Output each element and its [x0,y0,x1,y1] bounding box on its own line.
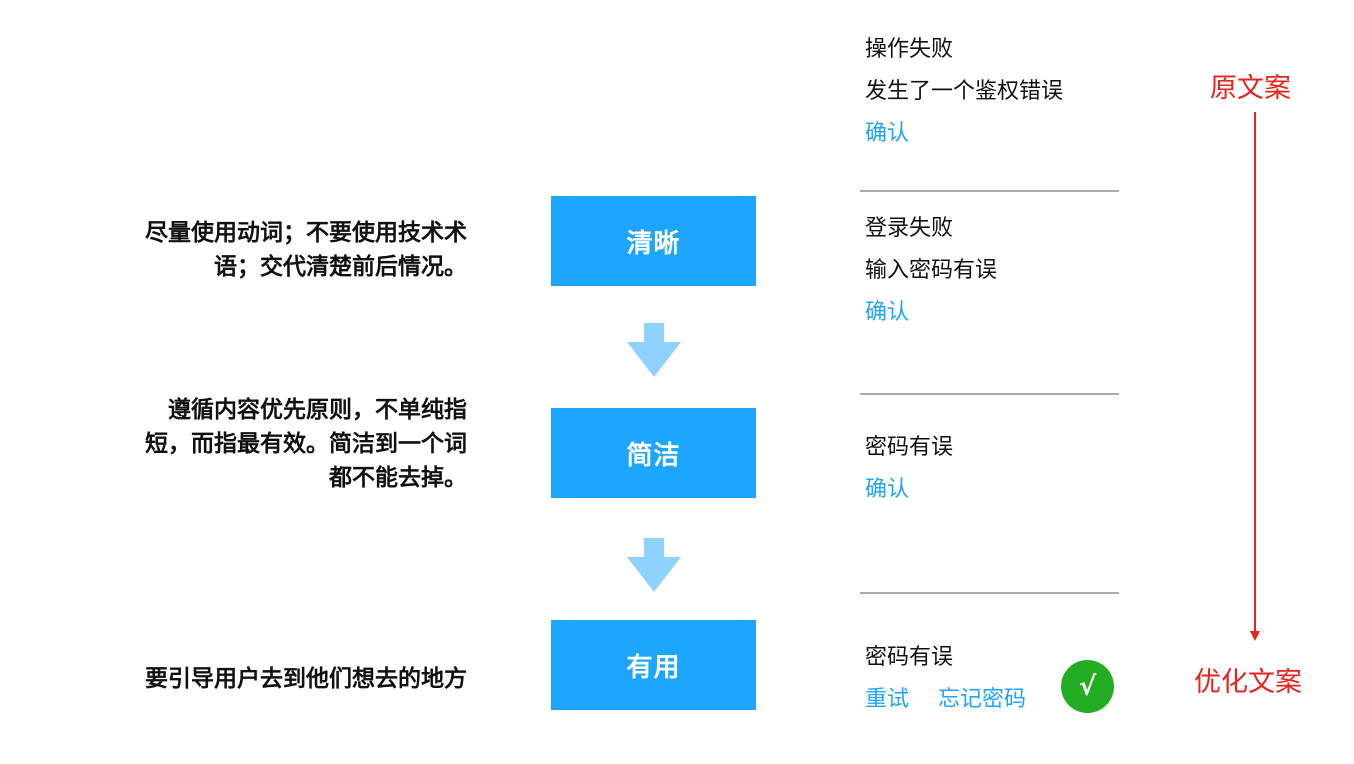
description-line: 尽量使用动词；不要使用技术术 [145,220,467,246]
optimized-copy-label: 优化文案 [1194,667,1302,698]
principle-box-useful: 有用 [551,620,756,710]
principle-box-concise: 简洁 [551,408,756,498]
checkmark-glyph: √ [1078,671,1097,702]
message-body: 发生了一个鉴权错误 [865,79,1064,104]
separator [860,190,1119,192]
description-line: 遵循内容优先原则，不单纯指 [168,397,467,423]
message-title: 登录失败 [865,216,954,241]
message-title: 密码有误 [865,435,954,460]
original-copy-label: 原文案 [1210,73,1291,104]
description-line: 都不能去掉。 [329,465,467,491]
description-line: 短，而指最有效。简洁到一个词 [145,431,467,457]
message-actions: 确认 [865,113,1063,155]
progression-arrow-icon [1250,112,1260,641]
message-actions: 重试 忘记密码 [865,679,1048,721]
message-actions: 确认 [865,469,953,511]
principle-description-useful: 要引导用户去到他们想去的地方 [145,662,467,696]
confirm-button[interactable]: 确认 [865,121,910,146]
principle-box-clear: 清晰 [551,196,756,286]
message-actions: 确认 [865,292,997,334]
message-example-clear: 登录失败 输入密码有误 确认 [865,208,997,334]
description-line: 语；交代清楚前后情况。 [214,254,467,280]
principle-label: 有用 [626,652,681,683]
description-line: 要引导用户去到他们想去的地方 [145,666,467,692]
message-title: 密码有误 [865,645,954,670]
separator [860,592,1119,594]
confirm-button[interactable]: 确认 [865,477,910,502]
message-example-concise: 密码有误 确认 [865,427,953,511]
message-example-original: 操作失败 发生了一个鉴权错误 确认 [865,29,1063,155]
principle-description-concise: 遵循内容优先原则，不单纯指 短，而指最有效。简洁到一个词 都不能去掉。 [145,393,467,495]
confirm-button[interactable]: 确认 [865,300,910,325]
arrow-down-icon [627,538,681,592]
message-title: 操作失败 [865,37,954,62]
separator [860,393,1119,395]
principle-label: 简洁 [626,440,681,471]
checkmark-icon: √ [1061,660,1114,713]
arrow-down-icon [627,323,681,377]
principle-label: 清晰 [626,228,681,259]
principle-description-clear: 尽量使用动词；不要使用技术术 语；交代清楚前后情况。 [145,216,467,284]
message-example-useful: 密码有误 重试 忘记密码 [865,637,1048,721]
message-body: 输入密码有误 [865,258,998,283]
forgot-password-button[interactable]: 忘记密码 [938,687,1027,712]
retry-button[interactable]: 重试 [865,687,910,712]
